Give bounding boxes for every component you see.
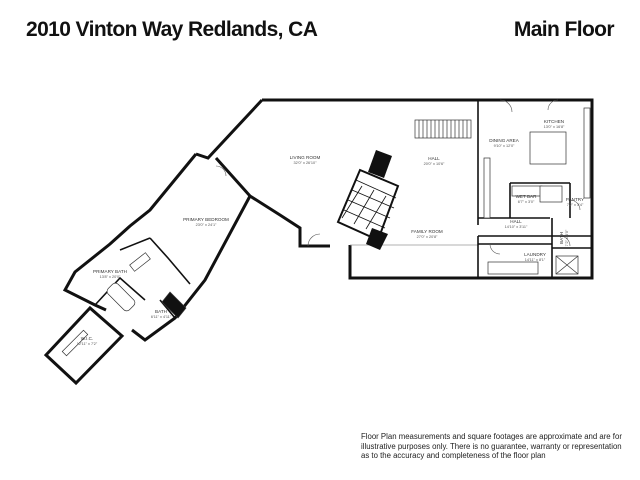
room-name-hall-top: HALL [428, 156, 440, 161]
dining-cabinet [483, 157, 491, 219]
room-dims-laundry: 14'11" x 8'1" [525, 258, 546, 262]
room-name-pantry: PANTRY [566, 197, 584, 202]
room-dims-wet-bar: 6'7" x 3'0" [518, 200, 535, 204]
room-name-primary-bath: PRIMARY BATH [93, 269, 127, 274]
wall-primary-bath-top [119, 237, 151, 251]
kitchen-counter [583, 107, 591, 199]
laundry-counter [487, 261, 539, 275]
refrigerator [539, 185, 563, 203]
room-dims-hall-top: 20'0" x 10'6" [424, 162, 445, 166]
room-name-bath: BATH [155, 309, 167, 314]
wall-bath-divider [149, 237, 191, 285]
wall-right-wing [262, 98, 594, 280]
room-name-kitchen: KITCHEN [544, 119, 564, 124]
fireplace [336, 150, 400, 250]
kitchen-island [529, 131, 567, 165]
room-dims-primary-bath: 13'8" x 20'0" [100, 275, 121, 279]
room-dims-dining: 9'10" x 12'0" [494, 144, 515, 148]
wall-living-diagonal [195, 98, 264, 160]
room-name-living: LIVING ROOM [290, 155, 321, 160]
wall-bedroom-left [62, 153, 198, 312]
staircase [414, 119, 472, 139]
room-name-family: FAMILY ROOM [411, 229, 443, 234]
disclaimer-text: Floor Plan measurements and square foota… [361, 432, 622, 461]
vanity [129, 252, 151, 272]
door-swing-laundry [489, 243, 501, 255]
room-name-wet-bar: WET BAR [516, 194, 538, 199]
room-dims-bath: 6'11" x 4'11" [151, 315, 172, 319]
door-swing-living [307, 233, 321, 247]
wall-small-bath [159, 299, 176, 319]
room-name-bath-small: BATH [559, 232, 564, 244]
floor-name: Main Floor [513, 18, 615, 41]
room-dims-pantry: 7'2" x 3'4" [567, 203, 584, 207]
room-dims-living: 32'0" x 26'10" [294, 161, 318, 165]
door-swing-bedroom [215, 165, 227, 177]
room-dims-wic: 12'11" x 7'2" [77, 342, 98, 346]
door-swing-kitchen-2 [547, 99, 559, 111]
wall-living-lower [214, 156, 330, 248]
room-name-laundry: LAUNDRY [524, 252, 546, 257]
bathtub [106, 282, 136, 312]
room-dims-bath-small: 7'2" x 5'0" [565, 229, 569, 246]
room-dims-primary-bedroom: 23'0" x 24'1" [196, 223, 217, 227]
door-swing-pantry [569, 199, 581, 211]
room-dims-family: 27'0" x 20'8" [417, 235, 438, 239]
closet-block [161, 291, 187, 319]
closet-shelf [61, 329, 89, 357]
door-swing-kitchen [499, 99, 513, 113]
room-dims-hall-mid: 14'10" x 3'11" [505, 225, 528, 229]
room-name-dining: DINING AREA [489, 138, 520, 143]
property-address: 2010 Vinton Way Redlands, CA [26, 18, 318, 41]
wall-primary-bath-inner [94, 276, 146, 306]
room-dims-kitchen: 13'0" x 16'8" [544, 125, 565, 129]
room-name-wic: W.I.C. [81, 336, 94, 341]
wall-wic [43, 305, 125, 386]
door-swing-bath [559, 235, 571, 247]
room-name-primary-bedroom: PRIMARY BEDROOM [183, 217, 229, 222]
room-name-hall-mid: HALL [510, 219, 522, 224]
